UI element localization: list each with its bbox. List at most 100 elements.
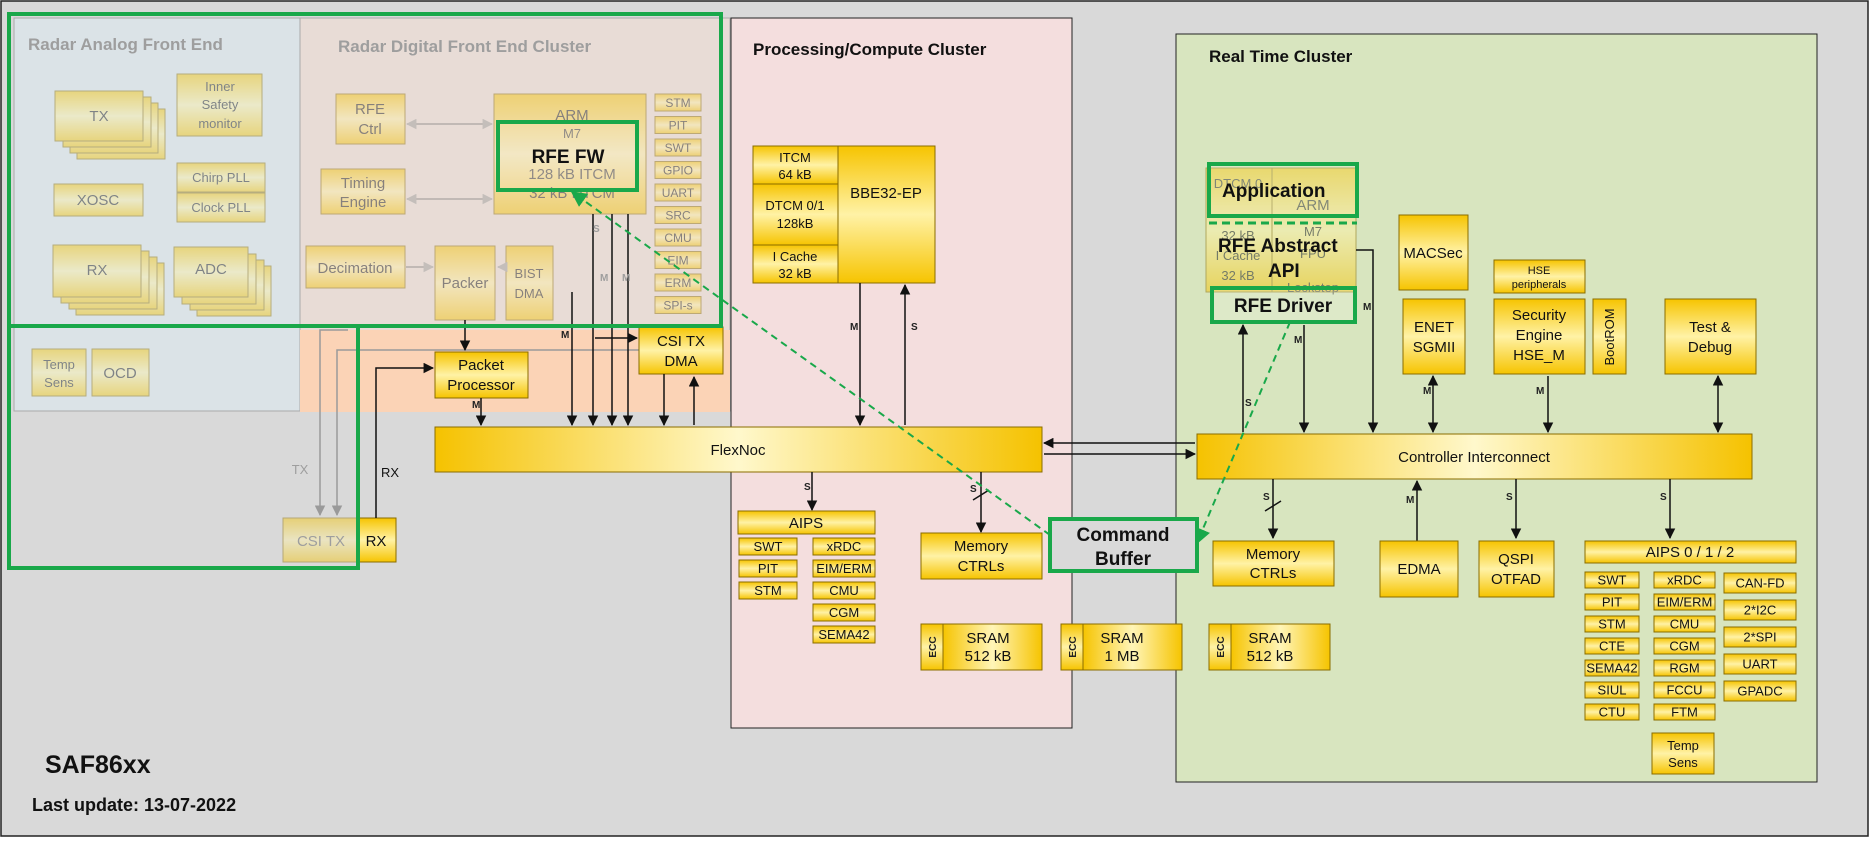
digital-periph-item-box xyxy=(654,228,702,247)
realtime-wires xyxy=(1237,249,1724,541)
analog-temp-sens-line2: Sens xyxy=(44,375,74,390)
rt-aips-c1-item-box xyxy=(1584,571,1640,589)
aips-label: AIPS xyxy=(789,515,823,532)
aips-right-item-label: CGM xyxy=(829,605,859,620)
xosc-label: XOSC xyxy=(77,192,120,209)
bbe32-label: BBE32-EP xyxy=(850,185,922,202)
rt-aips-c1-item-box xyxy=(1584,637,1640,655)
clock-pll-label: Clock PLL xyxy=(191,200,250,215)
ecc-label-1: ECC xyxy=(928,636,939,657)
rt-aips-c2-item-label: CGM xyxy=(1669,639,1699,654)
aips-left-item-box xyxy=(738,559,798,578)
aips-right-item-label: EIM/ERM xyxy=(816,561,872,576)
analog-blocks: TX Inner Safety monitor XOSC Chirp PLL C… xyxy=(31,73,272,397)
bootrom-label: BootROM xyxy=(1602,308,1617,365)
memory-ctrls-block xyxy=(920,532,1043,580)
rt-arm-line7: 32 kB xyxy=(1221,268,1254,283)
aips-left-item-label: SWT xyxy=(754,539,783,554)
m-label-rt3: M xyxy=(1423,386,1431,397)
aips-right-item-box xyxy=(812,537,876,556)
arm-m7-line3: 128 kB ITCM xyxy=(528,166,616,183)
clock-pll-block xyxy=(176,192,266,223)
application-callout xyxy=(1207,162,1359,218)
rfe-fw-label: RFE FW xyxy=(532,147,605,168)
rt-aips-c1-item-box xyxy=(1584,703,1640,721)
edma-label: EDMA xyxy=(1397,561,1440,578)
memory-ctrls-line1: Memory xyxy=(954,538,1009,555)
rt-aips-c3-item-box xyxy=(1723,572,1797,594)
rt-arm-line1: DTCM 0 xyxy=(1214,176,1262,191)
decimation-label: Decimation xyxy=(317,260,392,277)
aips-left-item-box xyxy=(738,581,798,600)
digital-periph-item-label: STM xyxy=(665,96,690,110)
arm-m7-line2: M7 xyxy=(563,126,581,141)
rfe-ctrl-block xyxy=(335,93,406,145)
packet-processor-line1: Packet xyxy=(458,357,505,374)
rt-arm-line2: ARM xyxy=(1296,197,1329,214)
timing-engine-line2: Engine xyxy=(340,194,387,211)
aips-right-item-box xyxy=(812,603,876,622)
timing-engine-block xyxy=(320,168,406,215)
rt-aips-c3-item-box xyxy=(1723,680,1797,702)
aips-right-item-box xyxy=(812,559,876,578)
ecc-label-3: ECC xyxy=(1216,636,1227,657)
adc-label: ADC xyxy=(195,261,227,278)
last-update: Last update: 13-07-2022 xyxy=(32,795,236,815)
rt-aips-c3-item-label: 2*I2C xyxy=(1744,603,1777,618)
sram-1mb-line2: 1 MB xyxy=(1104,648,1139,665)
aips012-block xyxy=(1584,540,1797,564)
rt-aips-c1-item-label: SEMA42 xyxy=(1586,661,1637,676)
rt-aips-c2-item-box xyxy=(1653,637,1716,655)
timing-engine-line1: Timing xyxy=(341,175,385,192)
digital-periph-item-box xyxy=(654,296,702,314)
rfe-driver-callout xyxy=(1210,286,1357,324)
aips012-label: AIPS 0 / 1 / 2 xyxy=(1646,544,1734,561)
hse-peripherals-line1: HSE xyxy=(1528,265,1551,277)
aips-left-item-label: PIT xyxy=(758,561,778,576)
chip-title: SAF86xx xyxy=(45,751,151,779)
digital-periph-item-label: GPIO xyxy=(663,163,693,177)
tx-wire-label: TX xyxy=(292,462,309,477)
memory-ctrls-line2: CTRLs xyxy=(958,558,1005,575)
s-label-mem: S xyxy=(970,484,977,495)
rt-aips-c1-item-box xyxy=(1584,681,1640,699)
rt-aips-c1-item-label: CTE xyxy=(1599,639,1625,654)
chirp-pll-label: Chirp PLL xyxy=(192,170,250,185)
packer-block xyxy=(434,245,496,321)
adc-block xyxy=(173,246,249,298)
security-engine-line3: HSE_M xyxy=(1513,347,1565,364)
aips-left-item-box xyxy=(738,537,798,556)
aips-right-item-box xyxy=(812,581,876,600)
bist-dma-line1: BIST xyxy=(515,266,544,281)
m-label-arm1: M xyxy=(600,273,608,284)
rt-aips-c3-item-label: GPADC xyxy=(1737,684,1782,699)
packet-processor-block xyxy=(434,351,529,399)
dtcm-line1: DTCM 0/1 xyxy=(765,198,824,213)
rt-arm-line6: FPU xyxy=(1300,246,1326,261)
enet-line2: SGMII xyxy=(1413,339,1456,356)
csi-tx-dma-line1: CSI TX xyxy=(657,333,705,350)
rfe-driver-label: RFE Driver xyxy=(1234,296,1333,317)
qspi-line2: OTFAD xyxy=(1491,571,1541,588)
rt-memory-ctrls-line1: Memory xyxy=(1246,546,1301,563)
rfe-ctrl-line1: RFE xyxy=(355,101,385,118)
m-label-bbe: M xyxy=(850,322,858,333)
rt-arm-line3: 32 kB xyxy=(1221,228,1254,243)
rt-aips-c3-item-label: UART xyxy=(1742,657,1777,672)
m-label-rt5: M xyxy=(1406,495,1414,506)
tx-block xyxy=(54,90,144,142)
rt-aips-c1-item-box xyxy=(1584,615,1640,633)
rx-wire-label: RX xyxy=(381,465,399,480)
sram-512-line2: 512 kB xyxy=(965,648,1012,665)
s-label-bbe: S xyxy=(911,322,918,333)
digital-periph-item-label: SRC xyxy=(665,208,691,222)
digital-periph-item-label: SWT xyxy=(665,141,692,155)
rfe-abstract-api-line1: RFE Abstract xyxy=(1218,236,1338,257)
sram-512-line1: SRAM xyxy=(966,630,1009,647)
aips-right-item-label: xRDC xyxy=(827,539,862,554)
rx-label: RX xyxy=(87,262,108,279)
inner-safety-line1: Inner xyxy=(205,79,235,94)
csi-tx-block xyxy=(282,517,360,563)
driver-to-cmd-arrow xyxy=(1195,321,1291,545)
